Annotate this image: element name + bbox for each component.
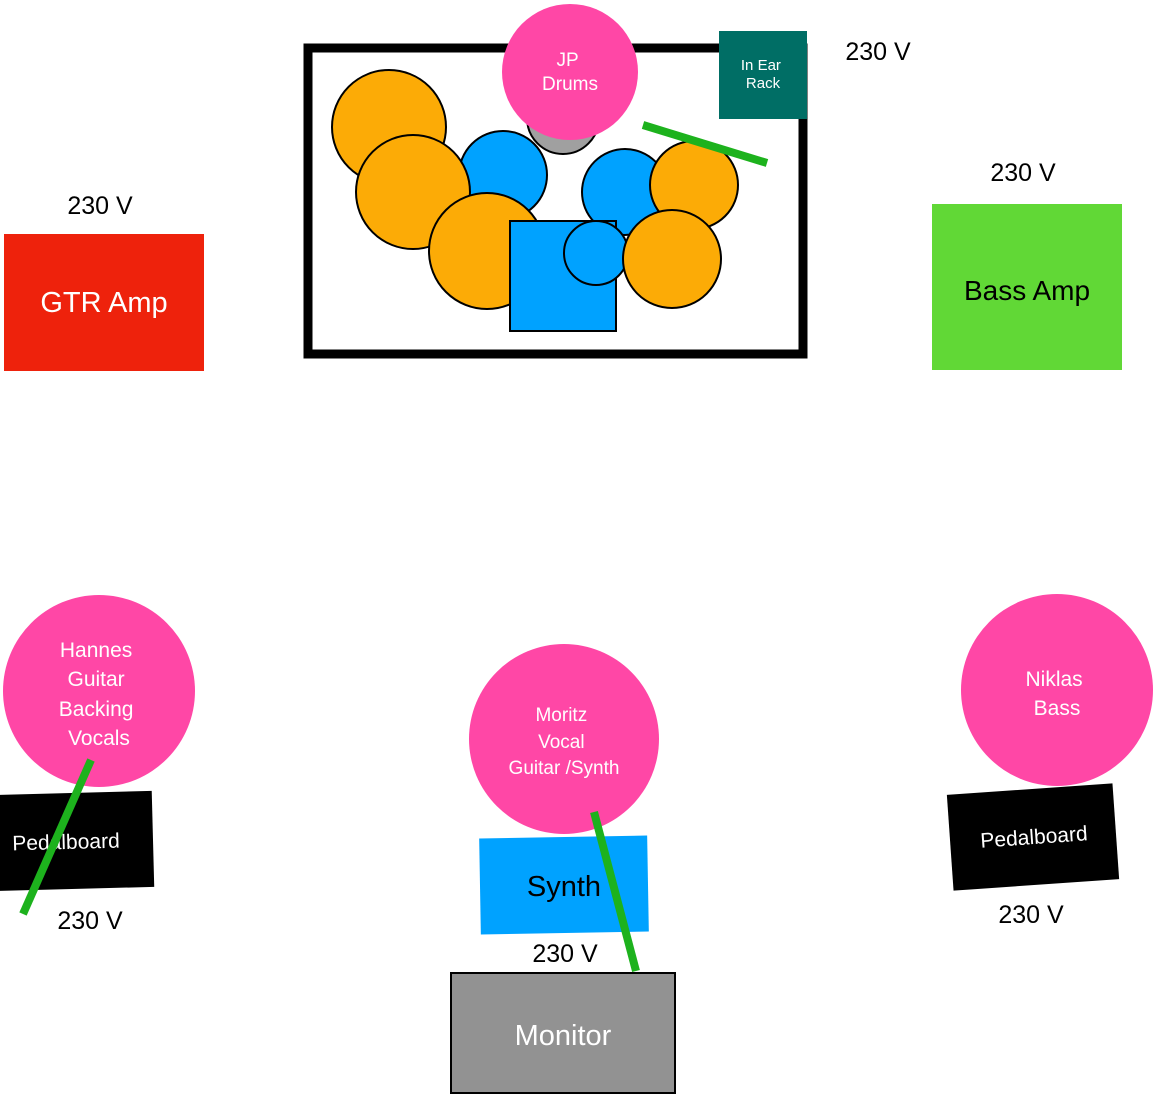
musician-moritz-line-2: Vocal xyxy=(538,732,584,753)
guitar-amp xyxy=(4,234,204,371)
musician-niklas-label: Niklas Bass xyxy=(1025,668,1088,720)
power-bass-amp: 230 V xyxy=(990,159,1056,187)
monitor-label: Monitor xyxy=(515,1020,612,1052)
musician-hannes xyxy=(3,595,195,787)
bass-amp-label: Bass Amp xyxy=(964,275,1090,306)
musician-hannes-line-3: Backing xyxy=(59,698,134,721)
synth-label: Synth xyxy=(527,871,601,903)
mic-stand-moritz xyxy=(590,810,640,973)
musician-hannes-line-2: Guitar xyxy=(67,668,124,691)
musician-niklas-line-2: Bass xyxy=(1034,697,1081,720)
hannes-position: Hannes Guitar Backing Vocals Pedalboard … xyxy=(0,595,195,935)
musician-hannes-label: Hannes Guitar Backing Vocals xyxy=(59,639,140,750)
guitar-amp-label: GTR Amp xyxy=(40,287,167,319)
niklas-position: Niklas Bass Pedalboard 230 V xyxy=(946,594,1153,929)
musician-jp xyxy=(502,4,638,140)
in-ear-rack-label: In Ear Rack xyxy=(741,57,785,92)
bass-amp xyxy=(932,204,1122,370)
musician-niklas xyxy=(961,594,1153,786)
musician-jp-line-2: Drums xyxy=(542,74,598,95)
musician-moritz xyxy=(469,644,659,834)
musician-niklas-line-1: Niklas xyxy=(1025,668,1082,691)
musician-hannes-line-4: Vocals xyxy=(68,727,130,750)
musician-jp-line-1: JP xyxy=(556,50,578,71)
musician-moritz-line-3: Guitar /Synth xyxy=(509,758,620,779)
snare-drum xyxy=(563,220,629,286)
drum-riser: JP Drums In Ear Rack xyxy=(303,4,808,359)
power-hannes: 230 V xyxy=(57,907,123,935)
power-guitar-amp: 230 V xyxy=(67,192,133,220)
monitor xyxy=(450,972,676,1094)
mic-stand-drums xyxy=(641,121,769,167)
china-cymbal-right xyxy=(622,209,722,309)
power-niklas: 230 V xyxy=(998,901,1064,929)
in-ear-rack xyxy=(719,31,807,119)
musician-moritz-label: Moritz Vocal Guitar /Synth xyxy=(509,705,620,779)
musician-moritz-line-1: Moritz xyxy=(535,705,587,726)
pedalboard-hannes-label: Pedalboard xyxy=(12,830,120,856)
moritz-position: Moritz Vocal Guitar /Synth Synth 230 V M… xyxy=(450,644,676,1094)
in-ear-rack-line-2: Rack xyxy=(746,75,781,92)
in-ear-rack-line-1: In Ear xyxy=(741,57,781,74)
pedalboard-hannes xyxy=(0,790,155,892)
mic-stand-hannes xyxy=(19,758,95,916)
power-drums: 230 V xyxy=(845,38,911,66)
musician-jp-label: JP Drums xyxy=(542,50,598,95)
musician-hannes-line-1: Hannes xyxy=(60,639,132,662)
pedalboard-niklas xyxy=(946,783,1120,891)
power-moritz: 230 V xyxy=(532,940,598,968)
